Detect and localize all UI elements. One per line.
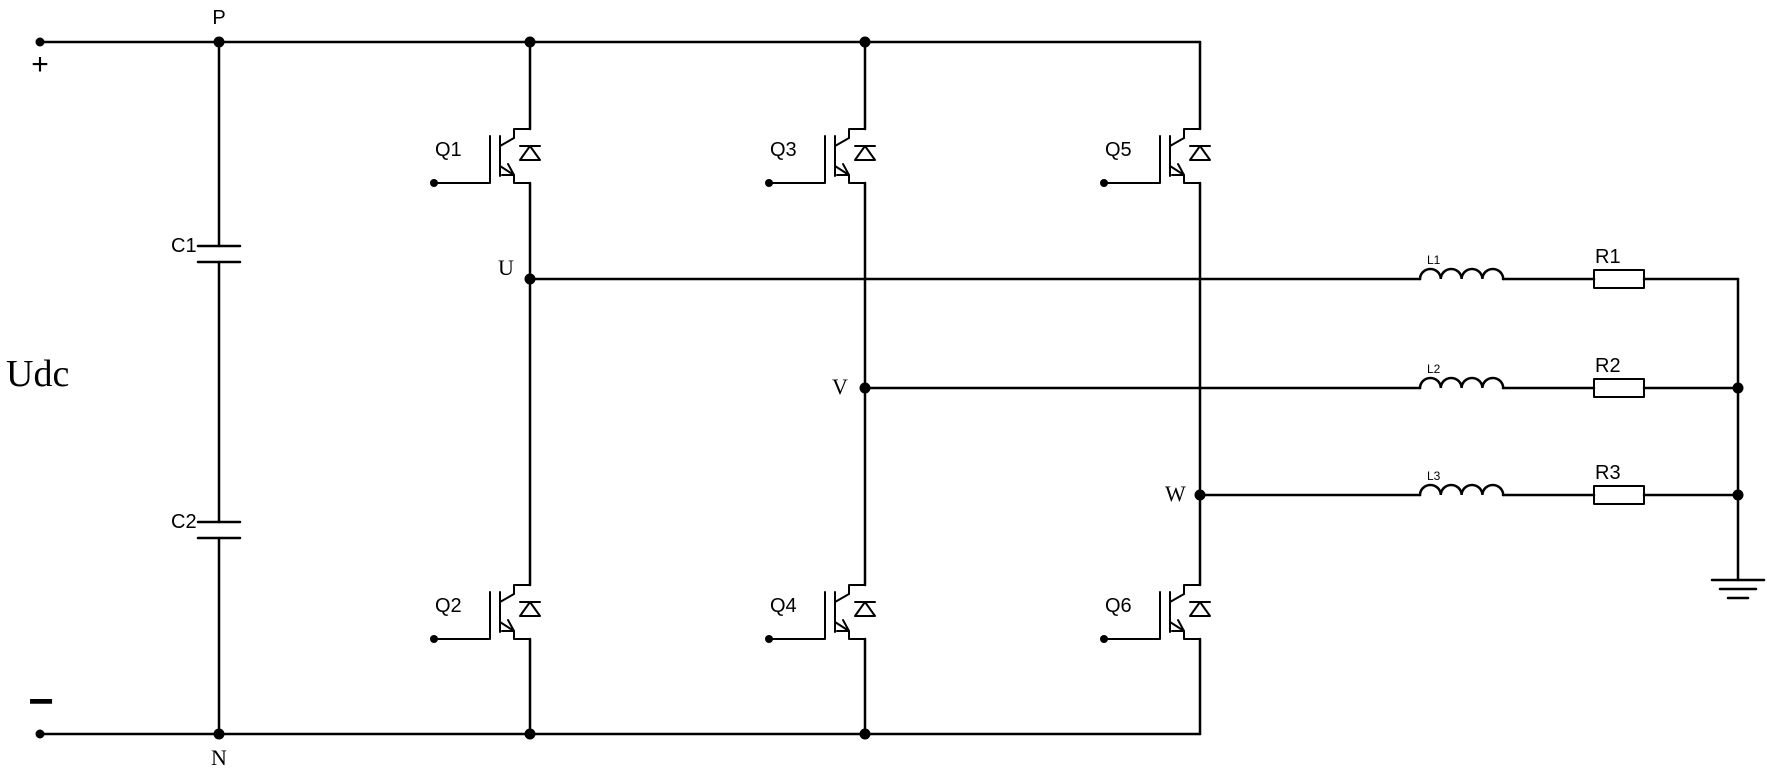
igbt-q1 [430, 128, 541, 187]
q6-label: Q6 [1105, 595, 1132, 617]
r1-label: R1 [1595, 246, 1621, 268]
c2-label: C2 [171, 511, 197, 533]
resistor-r1 [1593, 269, 1645, 289]
inductor-l3 [1418, 483, 1505, 497]
capacitor-branch [196, 40, 242, 736]
q5-label: Q5 [1105, 139, 1132, 161]
igbt-switches [430, 128, 1211, 643]
resistor-r2 [1593, 378, 1645, 398]
igbt-q2 [430, 584, 541, 643]
r3-label: R3 [1595, 462, 1621, 484]
l1-label: L1 [1427, 253, 1441, 267]
udc-label: Udc [6, 353, 69, 395]
plus-terminal-label: + [31, 48, 49, 81]
igbt-q6 [1100, 584, 1211, 643]
resistor-r3 [1593, 485, 1645, 505]
igbt-q5 [1100, 128, 1211, 187]
igbt-q3 [765, 128, 876, 187]
node-u-label: U [498, 255, 514, 280]
inductor-l1 [1418, 267, 1505, 281]
inductor-l2 [1418, 376, 1505, 390]
minus-terminal-label: − [28, 677, 54, 726]
ground-symbol [1710, 578, 1766, 600]
node-w-label: W [1165, 481, 1186, 506]
q1-label: Q1 [435, 139, 462, 161]
l2-label: L2 [1427, 362, 1441, 376]
q4-label: Q4 [770, 595, 797, 617]
node-n-label: N [211, 745, 227, 770]
node-v-label: V [832, 374, 848, 399]
r2-label: R2 [1595, 355, 1621, 377]
c1-label: C1 [171, 235, 197, 257]
q2-label: Q2 [435, 595, 462, 617]
igbt-q4 [765, 584, 876, 643]
node-p-label: P [212, 7, 225, 29]
junction-dots [35, 36, 1744, 740]
q3-label: Q3 [770, 139, 797, 161]
l3-label: L3 [1427, 469, 1441, 483]
